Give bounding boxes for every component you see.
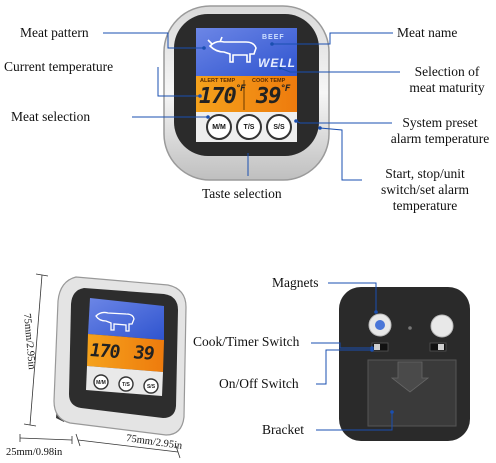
back-leader-lines — [311, 282, 393, 431]
current-temp-readout: 170°F — [199, 84, 246, 109]
label-system-preset-line2: alarm temperature — [390, 131, 490, 146]
label-start-stop-line2: switch/set alarm — [380, 182, 470, 197]
svg-text:M/M: M/M — [96, 380, 106, 386]
label-on-off-switch: On/Off Switch — [219, 376, 299, 391]
label-meat-maturity: Selection of meat maturity — [402, 64, 492, 96]
magnet-right — [430, 314, 454, 338]
svg-text:S/S: S/S — [147, 384, 156, 390]
lcd-meat-name: BEEF — [262, 34, 285, 41]
alarm-temp-value: 39 — [256, 84, 281, 109]
meat-selection-button[interactable]: M/M — [206, 114, 232, 140]
label-taste-selection: Taste selection — [202, 186, 282, 201]
taste-selection-button[interactable]: T/S — [236, 114, 262, 140]
label-magnets: Magnets — [272, 275, 319, 290]
lcd-right-header: COOK TEMP — [252, 78, 286, 84]
label-bracket: Bracket — [262, 422, 304, 437]
svg-text:T/S: T/S — [122, 382, 130, 388]
label-meat-pattern: Meat pattern — [20, 25, 89, 40]
meat-pattern-icon — [207, 36, 257, 63]
label-meat-selection: Meat selection — [11, 109, 91, 124]
lcd-maturity: WELL — [258, 56, 296, 70]
start-stop-button-label: S/S — [273, 123, 285, 131]
bracket-panel — [367, 359, 457, 427]
alarm-temp-unit: °F — [280, 84, 291, 94]
current-temp-value: 170 — [199, 84, 237, 109]
label-meat-maturity-line1: Selection of — [414, 64, 480, 79]
start-stop-button[interactable]: S/S — [266, 114, 292, 140]
label-system-preset: System preset alarm temperature — [384, 115, 496, 147]
dimension-lines — [19, 273, 181, 459]
label-start-stop: Start, stop/unit switch/set alarm temper… — [366, 166, 484, 214]
label-system-preset-line1: System preset — [402, 115, 478, 130]
label-meat-maturity-line2: meat maturity — [409, 80, 485, 95]
label-start-stop-line1: Start, stop/unit — [385, 166, 465, 181]
taste-selection-button-label: T/S — [243, 123, 255, 131]
label-current-temperature: Current temperature — [4, 59, 114, 74]
meat-selection-button-label: M/M — [212, 123, 226, 131]
label-meat-name: Meat name — [397, 25, 458, 40]
label-start-stop-line3: temperature — [392, 198, 458, 213]
lcd-orange-area — [196, 76, 297, 112]
label-cook-timer-switch: Cook/Timer Switch — [193, 334, 300, 349]
lcd-left-header: ALERT TEMP — [200, 78, 236, 84]
alarm-temp-readout: 39°F — [256, 84, 291, 109]
current-temp-unit: °F — [235, 84, 246, 94]
depth-dimension-label: 25mm/0.98in — [6, 447, 63, 458]
